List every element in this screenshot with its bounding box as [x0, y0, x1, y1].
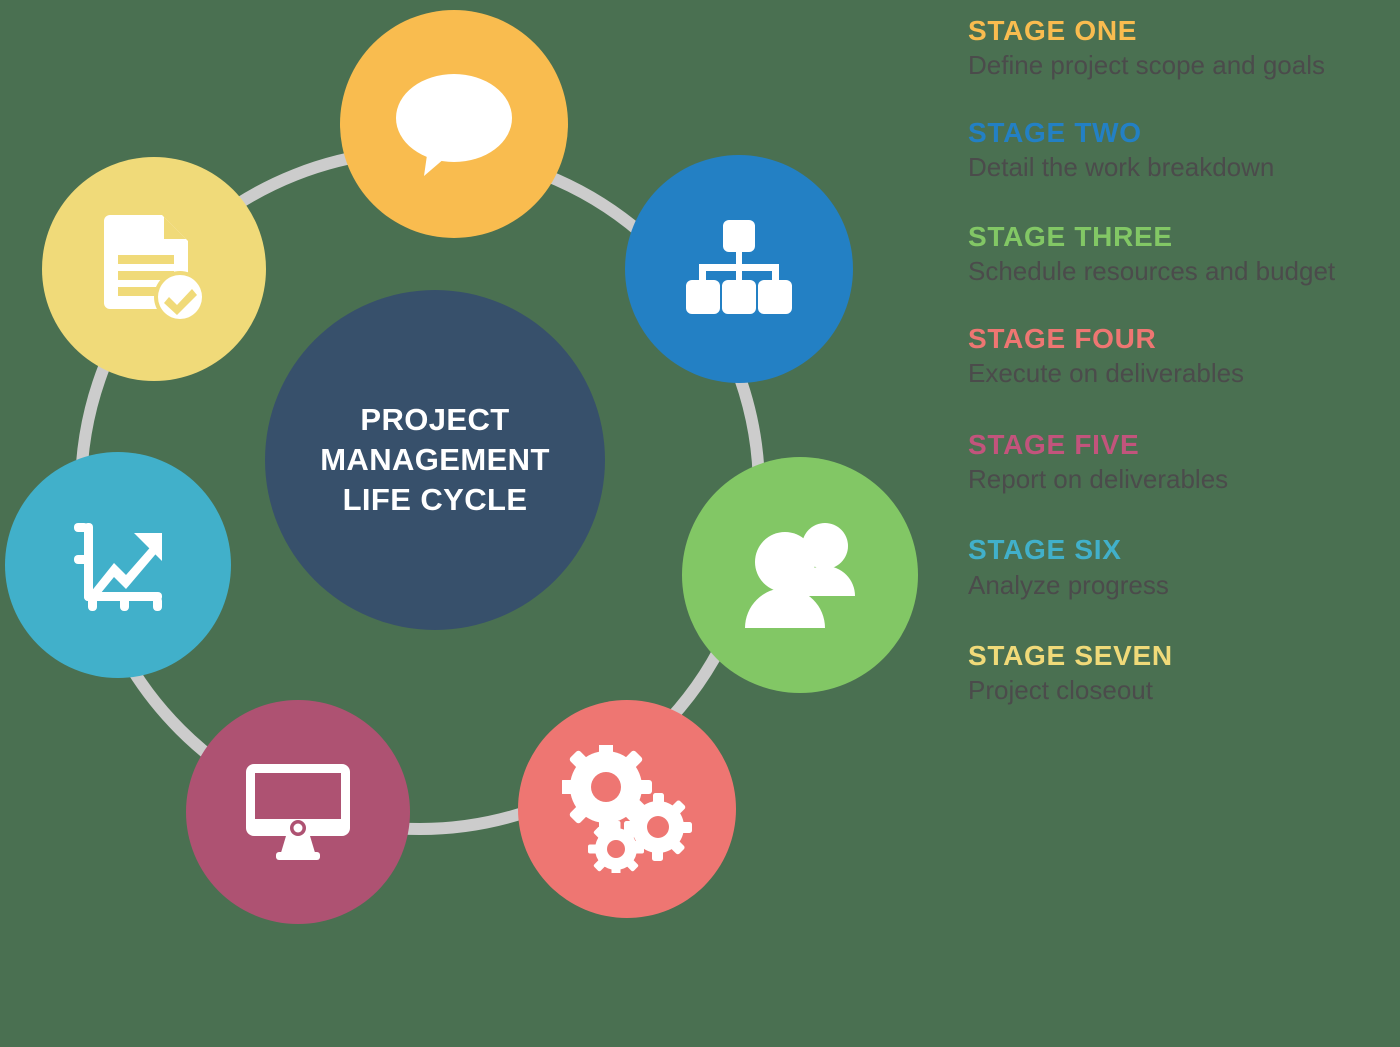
stage-three-title: STAGE THREE — [968, 220, 1173, 252]
cycle-diagram: PROJECT MANAGEMENT LIFE CYCLE — [5, 10, 918, 924]
center-hub: PROJECT MANAGEMENT LIFE CYCLE — [265, 290, 605, 630]
stage-item-five: STAGE FIVE Report on deliverables — [968, 428, 1378, 496]
stage-two-description: Detail the work breakdown — [968, 152, 1275, 183]
stage-item-four: STAGE FOUR Execute on deliverables — [968, 322, 1378, 390]
document-check-icon — [104, 215, 206, 323]
center-hub-label: PROJECT MANAGEMENT LIFE CYCLE — [320, 402, 550, 517]
monitor-icon — [246, 764, 350, 860]
node-stage-six[interactable] — [5, 452, 231, 678]
stage-three-description: Schedule resources and budget — [968, 255, 1336, 286]
stage-item-six: STAGE SIX Analyze progress — [968, 533, 1378, 601]
node-stage-two[interactable] — [625, 155, 853, 383]
speech-bubble-icon — [396, 74, 512, 176]
stage-four-title: STAGE FOUR — [968, 322, 1157, 354]
node-stage-seven[interactable] — [42, 157, 266, 381]
line-chart-icon — [74, 523, 162, 611]
stage-four-description: Execute on deliverables — [968, 357, 1245, 388]
people-icon — [745, 523, 855, 628]
stage-list: STAGE ONE Define project scope and goals… — [968, 14, 1378, 707]
stage-seven-description: Project closeout — [968, 675, 1153, 706]
node-stage-one[interactable] — [340, 10, 568, 238]
stage-one-description: Define project scope and goals — [968, 50, 1326, 81]
stage-item-two: STAGE TWO Detail the work breakdown — [968, 116, 1378, 184]
stage-item-three: STAGE THREE Schedule resources and budge… — [968, 220, 1378, 288]
stage-item-seven: STAGE SEVEN Project closeout — [968, 639, 1378, 707]
stage-five-title: STAGE FIVE — [968, 428, 1140, 460]
stage-item-one: STAGE ONE Define project scope and goals — [968, 14, 1378, 82]
gears-icon — [562, 745, 692, 873]
node-stage-five[interactable] — [186, 700, 410, 924]
stage-seven-title: STAGE SEVEN — [968, 640, 1173, 672]
stage-one-title: STAGE ONE — [968, 15, 1138, 46]
stage-five-description: Report on deliverables — [968, 463, 1229, 494]
node-stage-three[interactable] — [682, 457, 918, 693]
stage-six-description: Analyze progress — [968, 569, 1169, 600]
org-chart-icon — [686, 220, 792, 314]
stage-two-title: STAGE TWO — [968, 116, 1142, 148]
node-stage-four[interactable] — [518, 700, 736, 918]
stage-six-title: STAGE SIX — [968, 534, 1122, 566]
